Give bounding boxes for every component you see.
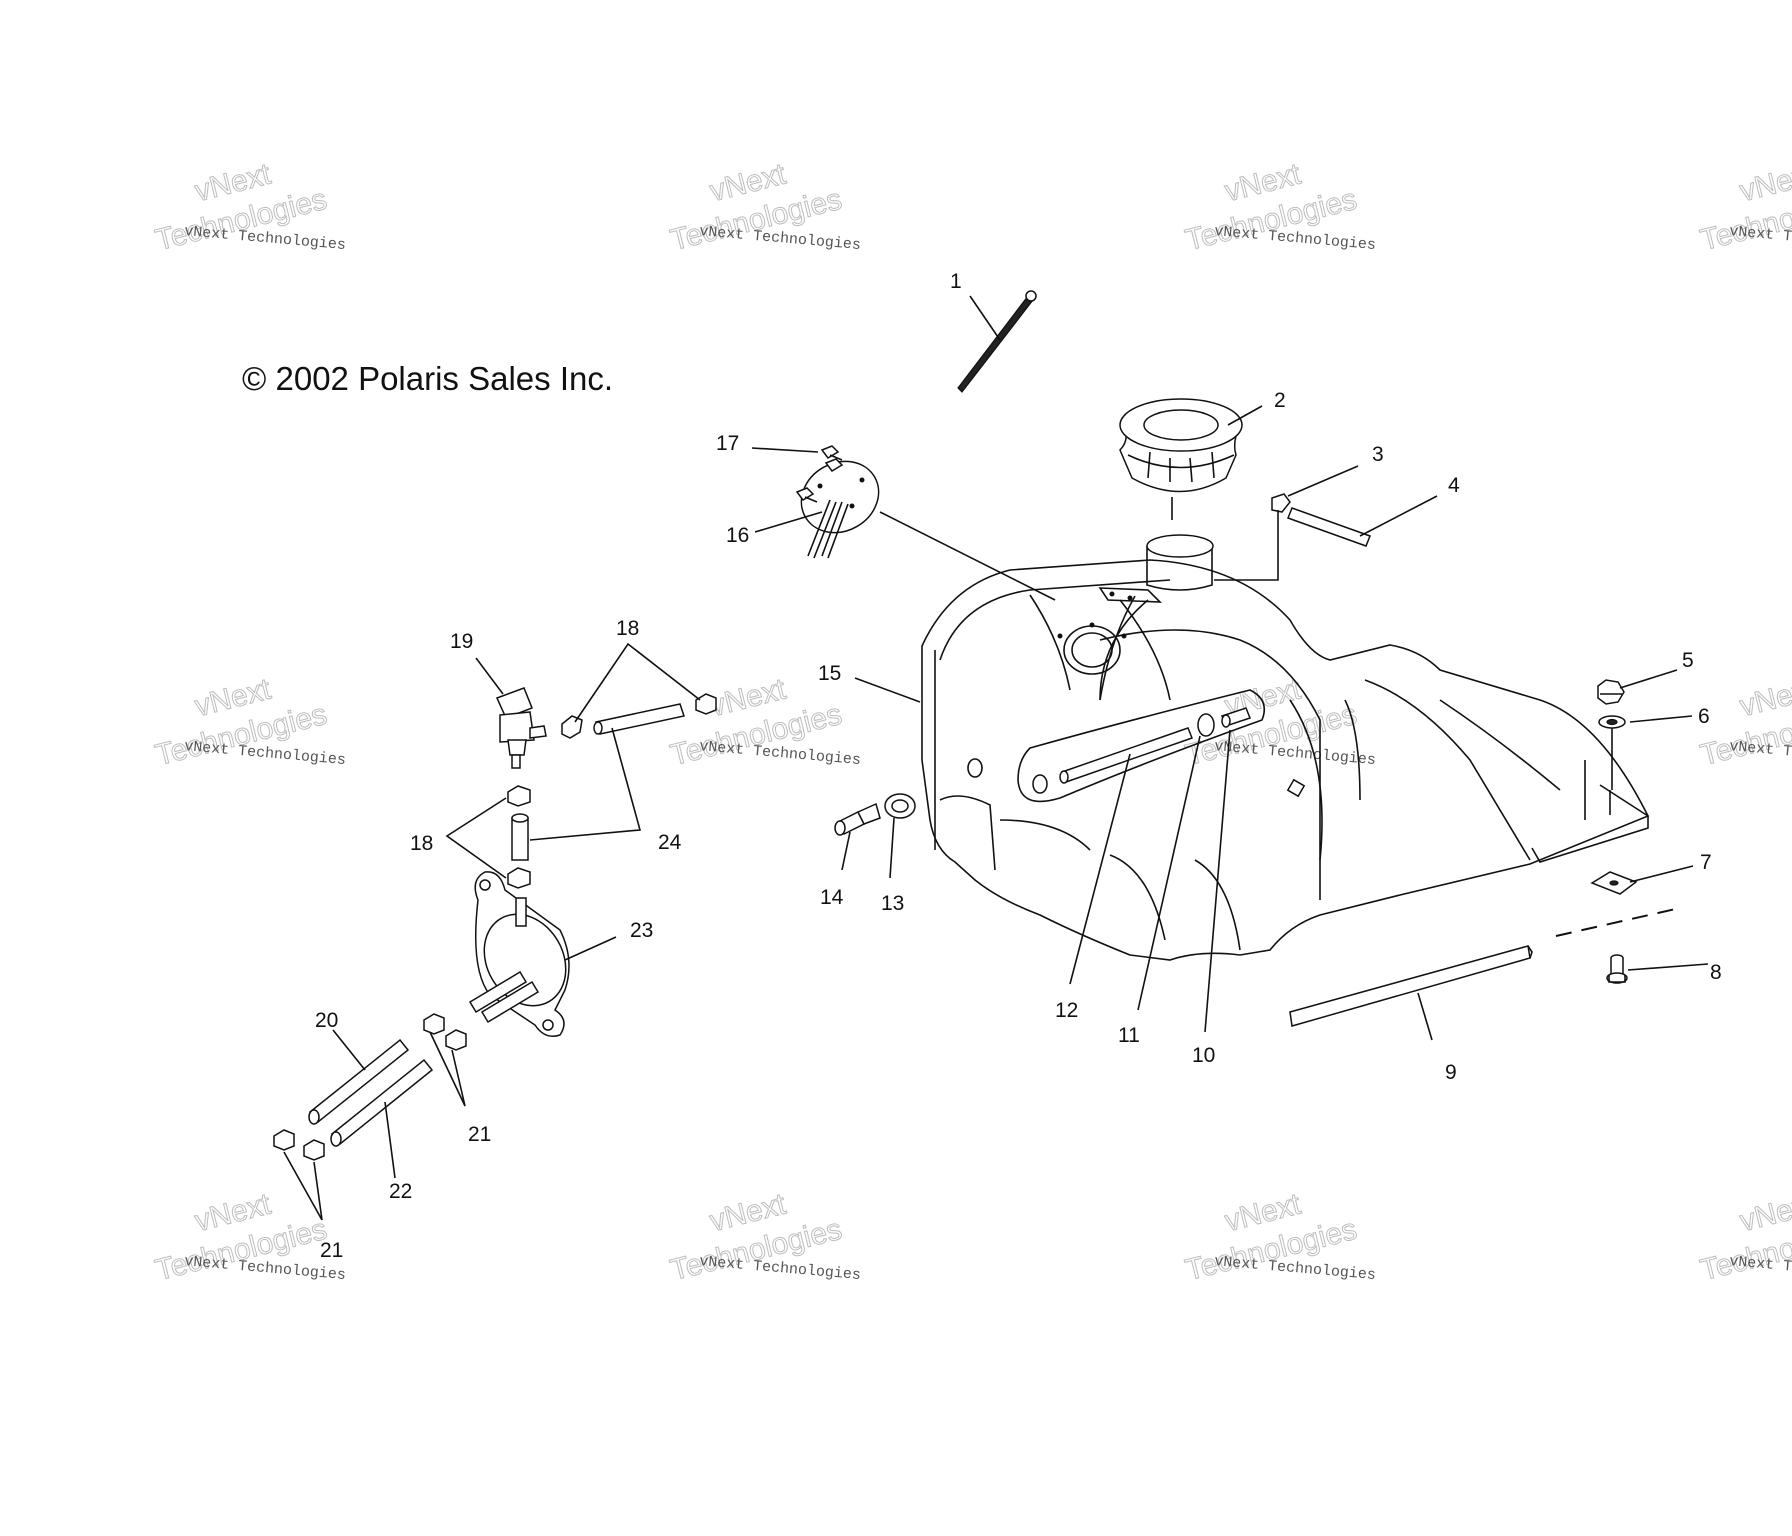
strap-part — [957, 290, 1037, 393]
nut-part — [1597, 679, 1625, 705]
callout-2: 2 — [1274, 389, 1286, 412]
callout-21-right: 21 — [468, 1123, 491, 1146]
bolt-part — [1606, 954, 1628, 984]
callout-22: 22 — [389, 1180, 412, 1203]
watermark-word-a: vNext — [1737, 673, 1792, 724]
callout-19: 19 — [450, 630, 473, 653]
hose-vertical — [511, 813, 529, 861]
leader-lines — [283, 295, 1709, 1221]
fuel-cap — [1119, 398, 1243, 520]
callout-12: 12 — [1055, 999, 1078, 1022]
screws — [795, 445, 844, 503]
callout-8: 8 — [1710, 961, 1722, 984]
shutoff-valve — [495, 687, 547, 769]
hose-top — [593, 703, 685, 735]
watermark-word-a: vNext — [1737, 158, 1792, 209]
hose-group-outline — [1017, 689, 1266, 803]
callout-16: 16 — [726, 524, 749, 547]
callout-1: 1 — [950, 270, 962, 293]
callout-9: 9 — [1445, 1061, 1457, 1084]
watermark-text: vNext Technologies — [1729, 223, 1792, 254]
callout-5: 5 — [1682, 649, 1694, 672]
washer-part — [1598, 715, 1626, 790]
clamp-pair-top — [561, 693, 717, 739]
small-clamp — [1032, 774, 1048, 794]
vent-fitting — [1214, 493, 1291, 581]
sender-plate — [800, 460, 1056, 601]
watermark-text: vNext Technologies — [1729, 738, 1792, 769]
callout-3: 3 — [1372, 443, 1384, 466]
callout-11: 11 — [1118, 1024, 1140, 1047]
callout-24: 24 — [658, 831, 682, 854]
callout-10: 10 — [1192, 1044, 1215, 1067]
callout-4: 4 — [1448, 474, 1460, 497]
callout-15: 15 — [818, 662, 841, 685]
fuel-tank — [921, 559, 1650, 961]
pad-part — [1590, 871, 1638, 895]
fuel-pump — [468, 871, 570, 1037]
hose-clamp — [1197, 713, 1215, 737]
callout-21-left: 21 — [320, 1239, 343, 1262]
callout-18-top: 18 — [616, 617, 639, 640]
copyright-notice: © 2002 Polaris Sales Inc. — [242, 360, 613, 397]
callout-labels: 1 2 3 4 5 6 7 8 9 10 11 12 13 14 15 16 1… — [315, 270, 1722, 1262]
tank-fitting — [1221, 707, 1251, 728]
clamp-pair-left — [507, 785, 531, 889]
callout-17: 17 — [716, 432, 739, 455]
grommet — [884, 793, 916, 819]
watermark-text: vNext Technologies — [1729, 1253, 1792, 1284]
watermark-word-a: vNext — [1737, 1188, 1792, 1239]
callout-7: 7 — [1700, 851, 1712, 874]
bar-part — [1289, 945, 1533, 1027]
dashed-guide — [1555, 907, 1681, 937]
drain-valve — [834, 802, 881, 836]
callout-13: 13 — [881, 892, 904, 915]
vent-hose — [1287, 507, 1371, 547]
clamps-bottom — [273, 1013, 467, 1161]
callout-20: 20 — [315, 1009, 338, 1032]
callout-23: 23 — [630, 919, 653, 942]
callout-18-left: 18 — [410, 832, 433, 855]
filler-neck — [1146, 534, 1214, 591]
callout-14: 14 — [820, 886, 844, 909]
tank-hose — [1059, 727, 1193, 784]
callout-6: 6 — [1698, 705, 1710, 728]
hoses-bottom — [308, 1038, 434, 1147]
